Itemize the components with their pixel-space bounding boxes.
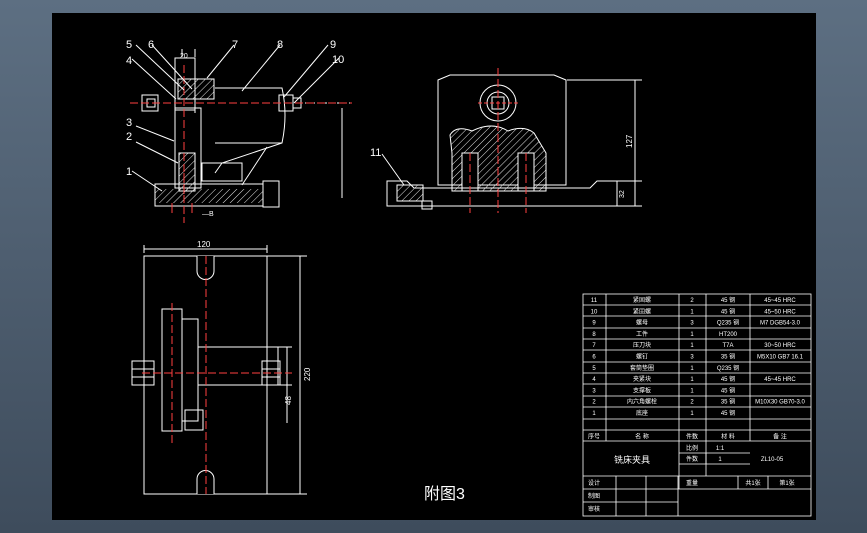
bom-cell-no: 11 xyxy=(591,298,598,304)
title-drawing-no: ZL10-05 xyxy=(761,457,784,463)
bom-cell-qty: 2 xyxy=(690,400,694,406)
title-sheet-no: 第1张 xyxy=(779,479,794,487)
bom-cell-note: M5X10 GB7 16.1 xyxy=(757,355,804,361)
bom-cell-note: 45~45 HRC xyxy=(764,298,796,304)
drawing-sheet: 5 6 4 7 8 9 10 3 2 1 20 —B 11 127 xyxy=(52,13,816,520)
balloon-6: 6 xyxy=(148,39,154,51)
bom-cell-name: 底座 xyxy=(636,409,648,417)
bom-header-name: 名 称 xyxy=(635,433,649,441)
bom-cell-no: 5 xyxy=(592,366,596,372)
title-sheets-total: 共1张 xyxy=(745,479,760,487)
side-view xyxy=(381,68,642,213)
bom-cell-name: 套筒垫圈 xyxy=(630,364,654,372)
bom-cell-note: 45~50 HRC xyxy=(764,309,796,315)
title-scale-label: 比例 xyxy=(686,444,698,452)
balloon-2: 2 xyxy=(126,131,132,143)
balloon-1: 1 xyxy=(126,166,132,178)
side-body xyxy=(437,74,567,186)
cad-drawing: 5 6 4 7 8 9 10 3 2 1 20 —B 11 127 xyxy=(126,39,812,517)
bom-cell-name: 压刀块 xyxy=(633,341,651,349)
balloon-10: 10 xyxy=(332,54,344,66)
bom-cell-material: Q235 钢 xyxy=(717,319,739,327)
bom-header-material: 材 料 xyxy=(721,433,735,441)
bom-cell-material: 45 钢 xyxy=(721,375,735,383)
title-design-label: 设计 xyxy=(588,479,600,487)
bom-cell-material: HT200 xyxy=(719,332,738,338)
title-block-name: 铣床夹具 xyxy=(614,454,650,465)
dim-plan-inner: 48 xyxy=(284,396,293,405)
title-draw-label: 制图 xyxy=(588,492,600,500)
bom-cell-qty: 3 xyxy=(690,321,694,327)
balloon-4: 4 xyxy=(126,55,132,67)
dim-section-label: —B xyxy=(202,211,214,218)
bom-cell-name: 螺母 xyxy=(636,319,648,327)
bom-cell-material: 35 钢 xyxy=(721,353,735,361)
bom-cell-material: Q235 钢 xyxy=(717,364,739,372)
bom-header-no: 序号 xyxy=(588,433,600,441)
bom-cell-name: 工件 xyxy=(636,330,648,338)
bom-cell-no: 6 xyxy=(592,355,596,361)
balloon-8: 8 xyxy=(277,39,283,51)
bom-cell-no: 3 xyxy=(592,388,596,394)
bom-cell-note: M7 DGB54-3.0 xyxy=(760,321,801,327)
plan-view xyxy=(131,245,307,495)
bom-cell-no: 1 xyxy=(592,411,596,417)
bom-cell-name: 螺钉 xyxy=(636,353,648,361)
bom-cell-qty: 1 xyxy=(690,388,694,394)
bom-cell-qty: 1 xyxy=(690,332,694,338)
bom-cell-no: 8 xyxy=(592,332,596,338)
bom-cell-qty: 1 xyxy=(690,309,694,315)
bom-header-qty: 件数 xyxy=(686,433,698,441)
bom-cell-material: 45 钢 xyxy=(721,296,735,304)
drawing-caption: 附图3 xyxy=(424,485,465,503)
bom-cell-qty: 1 xyxy=(690,343,694,349)
dim-plan-height: 220 xyxy=(303,367,312,381)
bom-cell-note: 45~45 HRC xyxy=(764,377,796,383)
balloon-7: 7 xyxy=(232,39,238,51)
title-review-label: 审核 xyxy=(588,505,600,513)
bom-cell-name: 内六角螺栓 xyxy=(627,398,657,406)
bom-cell-name: 夹紧块 xyxy=(633,375,651,383)
dim-side-height: 127 xyxy=(625,134,634,148)
title-scale-value: 1:1 xyxy=(716,446,725,452)
bom-cell-material: 35 钢 xyxy=(721,398,735,406)
bom-cell-qty: 1 xyxy=(690,366,694,372)
title-count-value: 1 xyxy=(718,457,722,463)
dim-side-small: 32 xyxy=(619,190,626,198)
balloon-11: 11 xyxy=(370,147,381,159)
bom-cell-note: M10X30 GB70-3.0 xyxy=(755,400,805,406)
front-view xyxy=(130,44,352,223)
bom-cell-qty: 2 xyxy=(690,298,694,304)
bom-header-note: 备 注 xyxy=(773,433,787,441)
bom-cell-no: 4 xyxy=(592,377,596,383)
dim-plan-width: 120 xyxy=(197,240,211,249)
bom-cell-material: 45 钢 xyxy=(721,409,735,417)
bom-cell-no: 2 xyxy=(592,400,596,406)
bom-cell-qty: 1 xyxy=(690,377,694,383)
bom-cell-name: 紧固螺 xyxy=(633,296,651,304)
bom-cell-qty: 1 xyxy=(690,411,694,417)
bom-cell-name: 支撑板 xyxy=(633,386,651,394)
bom-cell-note: 30~50 HRC xyxy=(764,343,796,349)
balloon-3: 3 xyxy=(126,117,132,129)
bom-cell-name: 紧固螺 xyxy=(633,307,651,315)
dim-top-width: 20 xyxy=(180,53,188,60)
bom-cell-material: 45 钢 xyxy=(721,307,735,315)
title-count-label: 件数 xyxy=(686,455,698,463)
bom-cell-material: T7A xyxy=(722,343,733,349)
title-weight-label: 重量 xyxy=(686,479,698,487)
bom-cell-no: 7 xyxy=(592,343,596,349)
bom-cell-no: 9 xyxy=(592,321,596,327)
bom-table xyxy=(582,293,812,517)
balloon-5: 5 xyxy=(126,39,132,51)
bom-cell-no: 10 xyxy=(591,309,598,315)
bom-cell-material: 45 钢 xyxy=(721,386,735,394)
bom-cell-qty: 3 xyxy=(690,355,694,361)
balloon-9: 9 xyxy=(330,39,336,51)
